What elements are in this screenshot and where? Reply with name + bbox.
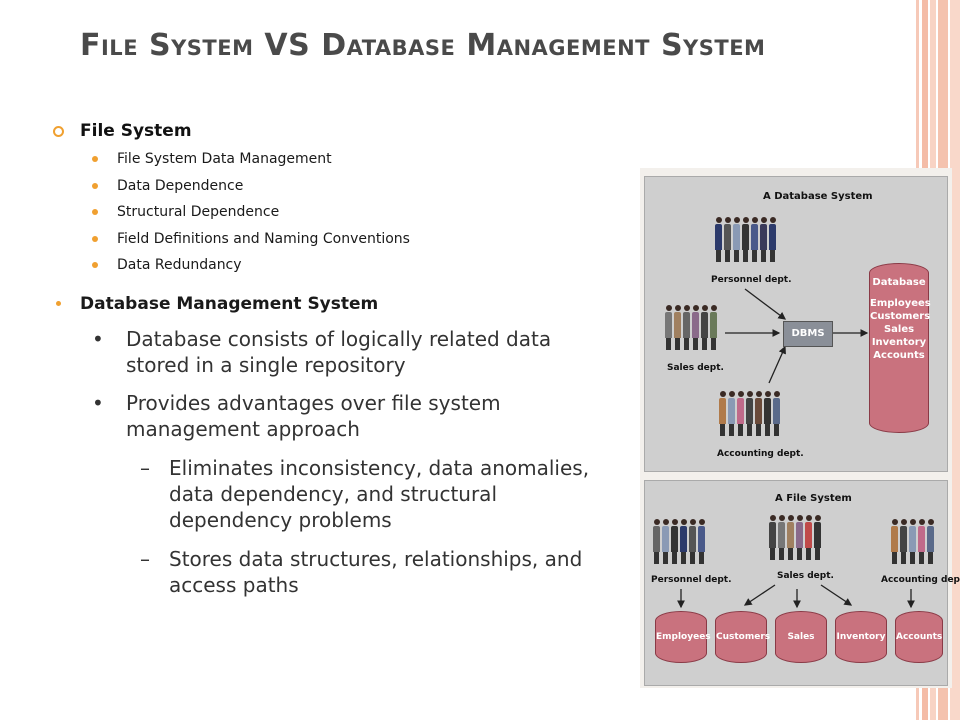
- database-line: Accounts: [873, 350, 925, 361]
- file-cylinder: Sales: [775, 611, 827, 663]
- ring-bullet-icon: [53, 126, 64, 137]
- dbms-subpoint-text: Stores data structures, relationships, a…: [169, 547, 583, 597]
- slide-title: File System VS Database Management Syste…: [80, 28, 766, 63]
- database-cylinder: Database Employees Customers Sales Inven…: [869, 263, 931, 433]
- bullet-icon: [56, 301, 61, 306]
- dbms-subpoint: – Eliminates inconsistency, data anomali…: [140, 455, 610, 533]
- file-system-heading: File System: [53, 121, 192, 141]
- file-cylinder: Accounts: [895, 611, 943, 663]
- accounting-dept-label: Accounting dept.: [717, 449, 804, 459]
- database-line: Employees: [870, 298, 931, 309]
- dbms-heading: Database Management System: [56, 294, 378, 314]
- dbms-subpoint-text: Eliminates inconsistency, data anomalies…: [169, 456, 590, 532]
- db-vs-file-system-figure: A Database System Personnel dept. Sales …: [640, 168, 960, 688]
- dbms-point: • Provides advantages over file system m…: [92, 390, 602, 442]
- sales-dept-label: Sales dept.: [777, 571, 834, 581]
- dbms-point-text: Provides advantages over file system man…: [126, 391, 501, 441]
- file-system-title: A File System: [775, 493, 852, 504]
- database-system-title: A Database System: [763, 191, 873, 202]
- file-cylinder: Inventory: [835, 611, 887, 663]
- dash-bullet-icon: –: [140, 547, 150, 571]
- database-system-panel: A Database System Personnel dept. Sales …: [644, 176, 948, 472]
- list-item: Structural Dependence: [92, 203, 410, 230]
- dbms-point: • Database consists of logically related…: [92, 326, 602, 378]
- accounting-dept-label: Accounting dept.: [881, 575, 960, 585]
- dash-bullet-icon: –: [140, 456, 150, 480]
- list-item: File System Data Management: [92, 150, 410, 177]
- database-line: Inventory: [871, 337, 927, 348]
- file-cylinder: Employees: [655, 611, 711, 663]
- bullet-icon: •: [92, 391, 104, 415]
- sales-dept-label: Sales dept.: [667, 363, 724, 373]
- dbms-point-text: Database consists of logically related d…: [126, 327, 552, 377]
- personnel-dept-label: Personnel dept.: [711, 275, 792, 285]
- arrows-icon: [677, 584, 915, 609]
- bullet-icon: •: [92, 327, 104, 351]
- database-line: Sales: [883, 324, 915, 335]
- list-item: Field Definitions and Naming Conventions: [92, 230, 410, 257]
- database-line: Database: [872, 277, 926, 288]
- arrows-icon: [725, 288, 869, 384]
- database-line: Customers: [870, 311, 931, 322]
- dbms-heading-text: Database Management System: [80, 294, 379, 314]
- file-system-panel: A File System Personnel dept. Sales dept…: [644, 480, 960, 686]
- file-system-heading-text: File System: [80, 121, 192, 141]
- personnel-dept-label: Personnel dept.: [651, 575, 732, 585]
- file-cylinder: Customers: [715, 611, 770, 663]
- list-item: Data Dependence: [92, 177, 410, 204]
- dbms-box: DBMS: [783, 321, 833, 347]
- file-system-list: File System Data Management Data Depende…: [92, 150, 410, 283]
- list-item: Data Redundancy: [92, 256, 410, 283]
- dbms-subpoint: – Stores data structures, relationships,…: [140, 546, 610, 598]
